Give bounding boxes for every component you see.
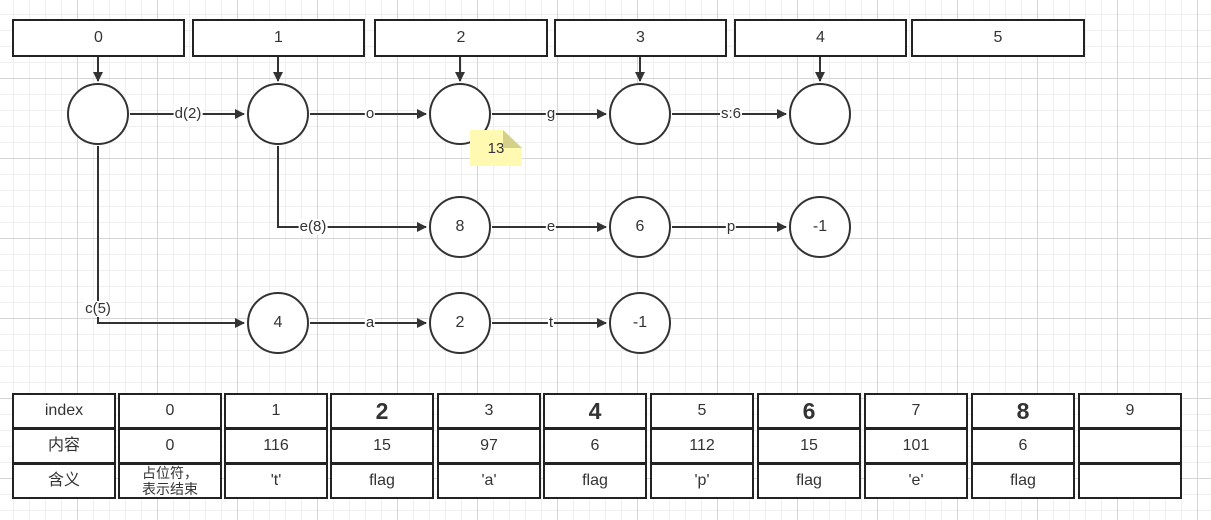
table-cell-meaning-row-5: flag — [543, 463, 647, 499]
table-cell-index-row-0: index — [12, 393, 116, 429]
node-r2-end: -1 — [789, 196, 851, 258]
table-cell-content-row-4: 97 — [437, 428, 541, 464]
table-cell-index-row-2: 1 — [224, 393, 328, 429]
edge-label-a: a — [364, 314, 376, 331]
table-cell-index-row-9: 8 — [971, 393, 1075, 429]
table-cell-index-row-1: 0 — [118, 393, 222, 429]
table-cell-index-row-7: 6 — [757, 393, 861, 429]
header-box-0: 0 — [12, 19, 185, 57]
edge-label-c: c(5) — [84, 300, 112, 317]
table-cell-content-row-0: 内容 — [12, 428, 116, 464]
table-cell-content-row-9: 6 — [971, 428, 1075, 464]
edge-label-e: e — [545, 218, 557, 235]
node-r3-4: 4 — [247, 292, 309, 354]
edge-label-o: o — [364, 105, 376, 122]
node-r1-0 — [67, 83, 129, 145]
node-r1-3 — [609, 83, 671, 145]
table-cell-meaning-row-0: 含义 — [12, 463, 116, 499]
table-cell-meaning-row-10 — [1078, 463, 1182, 499]
table-cell-meaning-row-1: 占位符，表示结束 — [118, 463, 222, 499]
edge-e-branch — [277, 146, 427, 232]
header-box-4: 4 — [734, 19, 907, 57]
edge-label-g: g — [545, 105, 557, 122]
table-cell-content-row-6: 112 — [650, 428, 754, 464]
table-cell-content-row-1: 0 — [118, 428, 222, 464]
node-r3-end: -1 — [609, 292, 671, 354]
header-box-2: 2 — [374, 19, 548, 57]
table-cell-meaning-row-7: flag — [757, 463, 861, 499]
table-cell-content-row-2: 116 — [224, 428, 328, 464]
table-cell-meaning-row-3: flag — [330, 463, 434, 499]
edge-label-d: d(2) — [173, 105, 203, 122]
table-cell-content-row-3: 15 — [330, 428, 434, 464]
table-cell-content-row-10 — [1078, 428, 1182, 464]
edge-label-p: p — [725, 218, 737, 235]
table-cell-index-row-3: 2 — [330, 393, 434, 429]
table-cell-meaning-row-9: flag — [971, 463, 1075, 499]
table-cell-content-row-8: 101 — [864, 428, 968, 464]
node-r1-1 — [247, 83, 309, 145]
node-r2-6: 6 — [609, 196, 671, 258]
table-cell-meaning-row-6: 'p' — [650, 463, 754, 499]
table-cell-index-row-5: 4 — [543, 393, 647, 429]
table-cell-index-row-4: 3 — [437, 393, 541, 429]
table-cell-meaning-row-4: 'a' — [437, 463, 541, 499]
edge-label-e-branch: e(8) — [298, 218, 328, 235]
table-cell-meaning-row-2: 't' — [224, 463, 328, 499]
table-cell-index-row-8: 7 — [864, 393, 968, 429]
header-box-5: 5 — [911, 19, 1085, 57]
table-cell-index-row-6: 5 — [650, 393, 754, 429]
header-box-3: 3 — [554, 19, 727, 57]
edge-label-t: t — [547, 314, 555, 331]
edge-label-s: s:6 — [719, 105, 743, 122]
table-cell-meaning-row-8: 'e' — [864, 463, 968, 499]
node-r1-4 — [789, 83, 851, 145]
header-box-1: 1 — [192, 19, 365, 57]
table-cell-index-row-10: 9 — [1078, 393, 1182, 429]
table-cell-content-row-5: 6 — [543, 428, 647, 464]
node-r3-2: 2 — [429, 292, 491, 354]
edge-c-branch — [97, 146, 245, 328]
table-cell-content-row-7: 15 — [757, 428, 861, 464]
node-r2-8: 8 — [429, 196, 491, 258]
